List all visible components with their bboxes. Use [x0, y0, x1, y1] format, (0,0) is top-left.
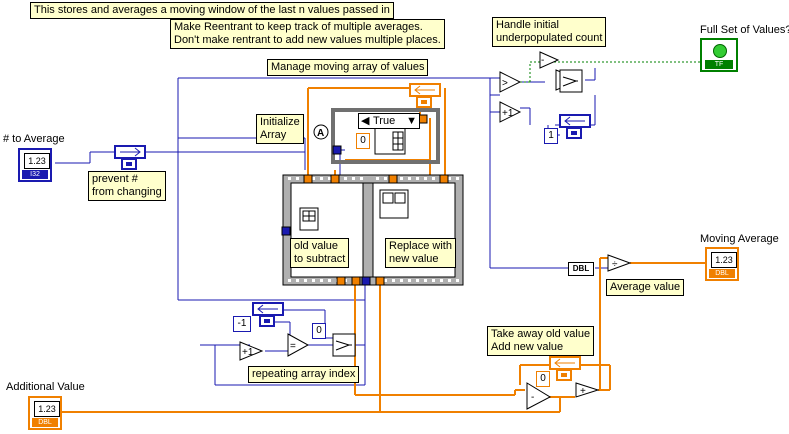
numeric-glyph: 1.23 — [24, 153, 50, 169]
svg-text:-: - — [531, 392, 534, 403]
case-selector[interactable]: ◀ True ▼ — [358, 113, 420, 129]
numeric-glyph: 1.23 — [34, 401, 60, 417]
node-glyphs: > +1 +1 = - - + ÷ — [242, 55, 618, 403]
svg-text:-: - — [541, 55, 544, 66]
boolean-wires — [520, 61, 700, 83]
const-zero-case[interactable]: 0 — [356, 133, 370, 149]
additional-value-terminal[interactable]: 1.23 DBL — [28, 396, 62, 430]
shift-registers — [114, 83, 591, 381]
array-functions — [299, 127, 409, 231]
manage-array-comment: Manage moving array of values — [267, 59, 429, 76]
svg-text:÷: ÷ — [612, 259, 618, 270]
const-zero-sum[interactable]: 0 — [536, 371, 550, 387]
description-comment: This stores and averages a moving window… — [30, 2, 394, 19]
svg-text:>: > — [502, 78, 508, 89]
tf-type-badge: TF — [705, 60, 733, 69]
dbl-type-badge: DBL — [32, 418, 58, 427]
num-to-average-terminal[interactable]: 1.23 I32 — [18, 148, 52, 182]
svg-text:=: = — [290, 341, 296, 352]
svg-text:+1: +1 — [242, 347, 254, 358]
num-to-average-label: # to Average — [3, 133, 65, 145]
to-double-node[interactable]: DBL — [568, 262, 594, 276]
take-away-comment: Take away old value Add new value — [487, 326, 595, 356]
dbl-type-badge: DBL — [709, 269, 735, 278]
select-glyphs — [335, 76, 578, 351]
initial-count-comment: Handle initial underpopulated count — [492, 17, 607, 47]
case-selector-value: True — [373, 115, 396, 127]
const-one[interactable]: 1 — [544, 128, 558, 144]
moving-average-terminal[interactable]: 1.23 DBL — [705, 247, 739, 281]
i32-type-badge: I32 — [22, 170, 48, 179]
svg-text:A: A — [317, 128, 324, 139]
const-zero-select[interactable]: 0 — [312, 323, 326, 339]
average-value-comment: Average value — [606, 279, 685, 296]
case-dropdown-icon[interactable]: ▼ — [406, 115, 417, 127]
old-value-comment: old value to subtract — [290, 238, 350, 268]
prevent-change-comment: prevent # from changing — [88, 171, 166, 201]
reentrant-note-comment: Make Reentrant to keep track of multiple… — [170, 19, 445, 49]
const-neg-one[interactable]: -1 — [233, 316, 251, 332]
svg-text:+1: +1 — [502, 108, 514, 119]
loop-tunnels — [281, 114, 449, 286]
moving-average-label: Moving Average — [700, 233, 779, 245]
case-structure — [331, 108, 440, 164]
full-set-terminal[interactable]: TF — [700, 38, 738, 72]
svg-text:+: + — [580, 386, 586, 397]
auto-index-glyph: A — [313, 124, 329, 140]
replace-value-comment: Replace with new value — [385, 238, 456, 268]
led-icon — [713, 44, 727, 58]
select-nodes — [332, 69, 583, 357]
additional-value-label: Additional Value — [6, 381, 85, 393]
numeric-glyph: 1.23 — [711, 252, 737, 268]
full-set-label: Full Set of Values? — [700, 24, 789, 36]
prev-case-icon[interactable]: ◀ — [361, 115, 370, 127]
repeating-index-comment: repeating array index — [248, 366, 360, 383]
initialize-array-comment: Initialize Array — [256, 114, 304, 144]
